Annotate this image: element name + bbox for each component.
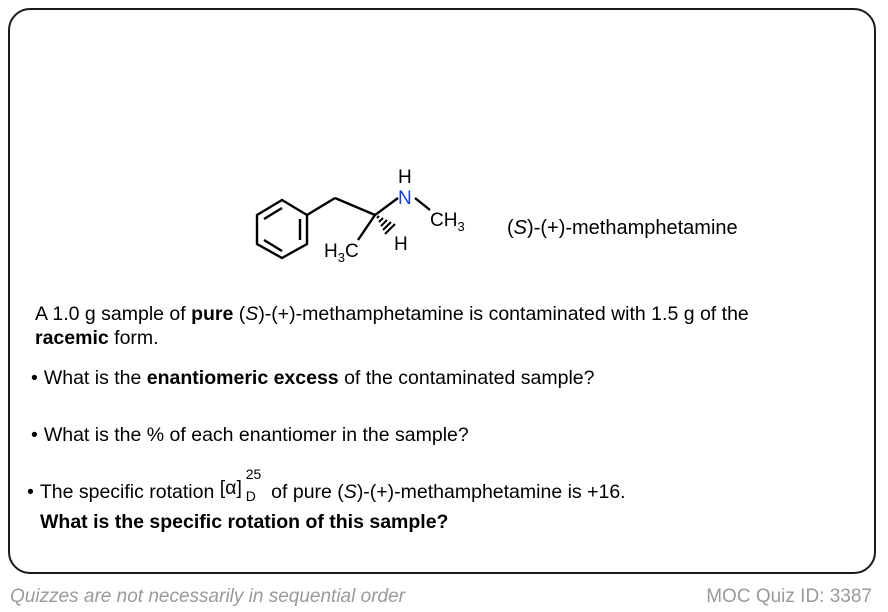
atom-h-stereo: H — [394, 234, 408, 255]
footer-note: Quizzes are not necessarily in sequentia… — [10, 586, 405, 607]
methamphetamine-structure: H N CH3 H3C H — [255, 167, 465, 265]
question-3-bold: What is the specific rotation of this sa… — [40, 511, 449, 533]
quiz-card: H N CH3 H3C H (S)-(+)-methamphetamine — [8, 8, 876, 574]
molecule-label: (S)-(+)-methamphetamine — [507, 217, 738, 239]
atom-nitrogen: N — [398, 188, 412, 209]
problem-line-1: A 1.0 g sample of pure (S)-(+)-methamphe… — [35, 303, 749, 325]
question-1: •What is the enantiomeric excess of the … — [31, 367, 595, 389]
hashed-wedge — [376, 215, 396, 235]
atom-h-top: H — [398, 167, 412, 188]
atom-ch3: CH3 — [430, 210, 465, 234]
atom-h3c: H3C — [324, 241, 359, 265]
question-2: •What is the % of each enantiomer in the… — [31, 424, 469, 446]
problem-line-2: racemic form. — [35, 327, 159, 349]
quiz-id: MOC Quiz ID: 3387 — [706, 586, 872, 607]
benzene-ring — [255, 198, 309, 260]
